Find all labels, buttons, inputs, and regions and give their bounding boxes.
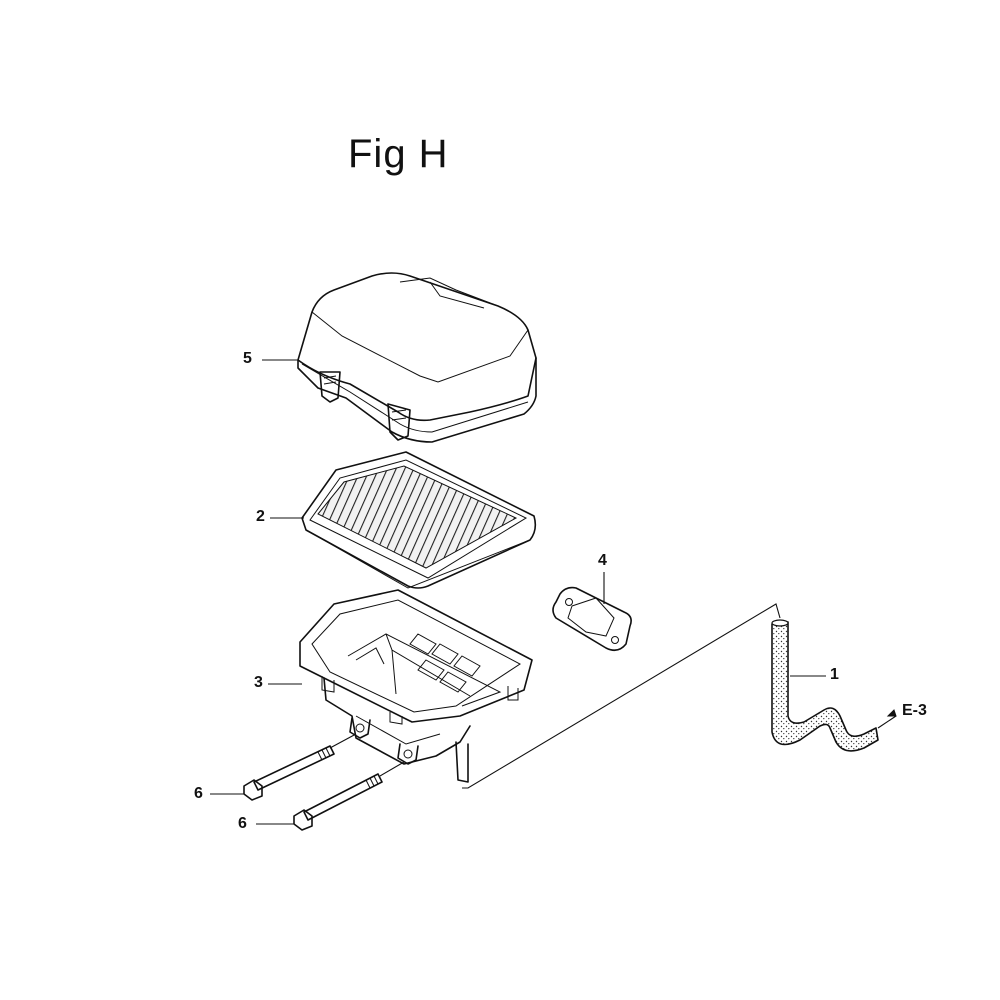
flange-bolt-icon xyxy=(243,745,335,801)
air-cleaner-cover-icon xyxy=(297,272,537,443)
callout-part-3: 3 xyxy=(254,674,263,691)
leader-lines xyxy=(210,359,826,825)
reference-label: E-3 xyxy=(902,702,927,719)
air-cleaner-case-icon xyxy=(299,589,533,783)
flange-bolt-icon xyxy=(293,773,383,831)
callout-part-1: 1 xyxy=(830,666,839,683)
callout-part-5: 5 xyxy=(243,350,252,367)
reference-arrow-icon xyxy=(877,709,897,729)
figure-title: Fig H xyxy=(348,132,449,176)
gasket-icon xyxy=(552,586,632,652)
callout-part-6-upper: 6 xyxy=(194,785,203,802)
callout-part-6-lower: 6 xyxy=(238,815,247,832)
callout-part-4: 4 xyxy=(598,552,607,569)
air-filter-element-icon xyxy=(301,451,537,589)
callout-part-2: 2 xyxy=(256,508,265,525)
breather-tube-icon xyxy=(771,619,879,752)
